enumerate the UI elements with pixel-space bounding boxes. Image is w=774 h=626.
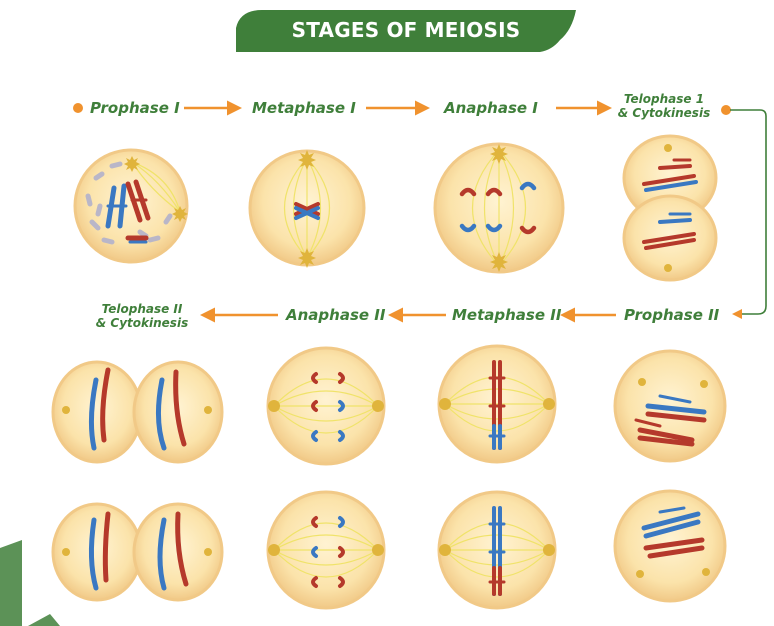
spindle-fibers	[471, 149, 527, 267]
label-telophase-1: Telophase 1 & Cytokinesis	[614, 92, 714, 120]
connector-dot	[721, 105, 731, 115]
nuclear-envelope-fragments	[85, 161, 173, 245]
label-metaphase-2: Metaphase II	[452, 306, 562, 324]
centrosome	[439, 544, 555, 556]
centrosome	[638, 378, 708, 388]
chromosomes	[311, 516, 345, 588]
cell-anaphase-2-b	[266, 490, 386, 610]
centrosome	[664, 144, 672, 272]
page-title: STAGES OF MEIOSIS	[291, 18, 521, 42]
cell-metaphase-2-b	[437, 490, 557, 610]
chromosomes	[641, 506, 705, 559]
chromosomes	[488, 360, 506, 450]
label-prophase-1: Prophase I	[90, 99, 180, 117]
chromosomes	[311, 372, 345, 442]
title-banner	[236, 10, 576, 52]
label-telophase-2-line1: Telophase II	[101, 302, 183, 316]
chromosomes	[459, 181, 537, 235]
label-telophase-1-line2: & Cytokinesis	[617, 106, 711, 120]
label-telophase-1-line1: Telophase 1	[623, 92, 705, 106]
cell-prophase-2-b	[613, 489, 727, 603]
label-anaphase-2: Anaphase II	[286, 306, 386, 324]
connector-line	[730, 109, 767, 315]
centrosome	[490, 144, 508, 272]
chromosomes	[105, 179, 151, 244]
centrosome	[298, 150, 316, 268]
corner-decoration	[0, 540, 22, 626]
cell-anaphase-2-a	[266, 346, 386, 466]
centrosome	[62, 406, 212, 414]
chromosomes	[294, 202, 320, 220]
centrosome	[124, 156, 188, 222]
label-anaphase-1: Anaphase I	[444, 99, 538, 117]
cell-prophase-2-a	[613, 349, 727, 463]
spindle-fibers	[273, 522, 379, 578]
cell-prophase-1	[73, 148, 189, 264]
start-dot	[73, 103, 83, 113]
cell-anaphase-1	[433, 142, 565, 274]
cell-metaphase-2-a	[437, 344, 557, 464]
centrosome	[62, 548, 212, 556]
cell-telophase-1	[622, 134, 718, 282]
corner-decoration-2	[28, 614, 60, 626]
label-telophase-2-line2: & Cytokinesis	[95, 316, 189, 330]
cell-metaphase-1	[248, 149, 366, 268]
cell-telophase-2-b	[51, 502, 224, 602]
centrosome	[439, 398, 555, 410]
chromosomes	[642, 158, 698, 250]
centrosome	[636, 568, 710, 578]
centrosome	[268, 400, 384, 412]
chromatids	[88, 367, 187, 451]
spindle-fibers	[444, 376, 550, 432]
label-telophase-2: Telophase II & Cytokinesis	[90, 302, 194, 330]
label-prophase-2: Prophase II	[624, 306, 720, 324]
chromosomes	[488, 506, 506, 596]
connector-arrowhead	[732, 309, 742, 319]
chromosomes	[634, 394, 707, 447]
centrosome	[268, 544, 384, 556]
label-metaphase-1: Metaphase I	[252, 99, 356, 117]
chromatids	[88, 511, 189, 591]
spindle-fibers	[273, 378, 379, 434]
cell-telophase-2-a	[51, 360, 224, 464]
